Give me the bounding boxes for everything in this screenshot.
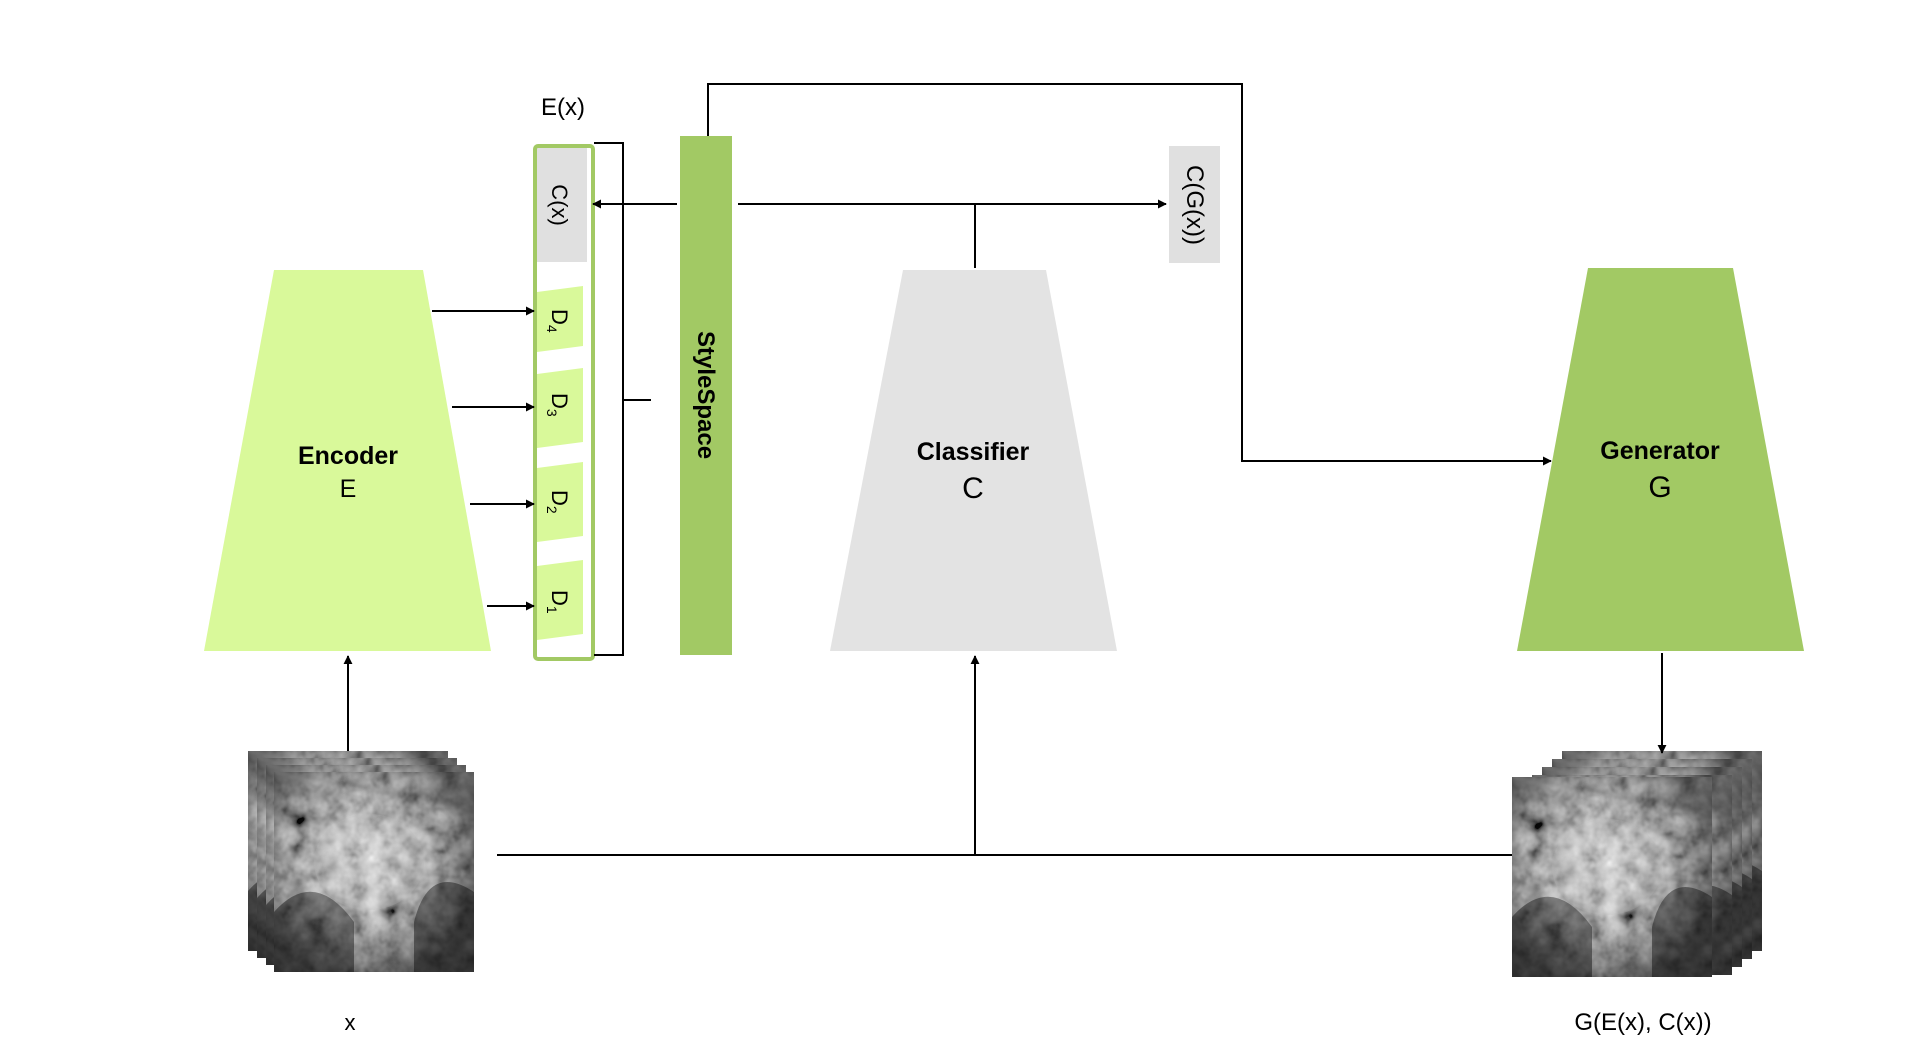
input-label: x [345,1010,356,1035]
classifier-slot-label: C(x) [547,184,572,226]
latent-title: E(x) [541,94,585,121]
ultrasound-image-icon [1512,777,1712,977]
ultrasound-image-icon [274,772,474,972]
latent-bracket [594,142,624,656]
encoder-trapezoid [204,270,491,651]
encoder-title: Encoder [298,442,398,470]
classifier-slot-box [537,148,587,262]
dimension-block-d3 [537,368,583,448]
classifier-trapezoid [830,270,1117,651]
latent-code-group: E(x) C(x) D4 D3 D2 D1 [533,94,651,661]
stylespace-bar [680,136,732,655]
encoder-block: Encoder E [204,270,491,651]
latent-code-border [533,144,595,661]
output-label: G(E(x), C(x)) [1574,1009,1711,1036]
classifier-title: Classifier [917,438,1030,466]
output-image-stack: G(E(x), C(x)) [1512,751,1762,1036]
generator-block: Generator G [1517,268,1804,651]
dimension-block-d4 [537,286,583,352]
classifier-output-group: C(G(x)) [1169,146,1220,263]
connectors [343,83,1667,856]
dimension-block-d1 [537,560,583,640]
dimension-label-d2: D2 [544,490,572,514]
dimension-label-d1: D1 [544,590,572,614]
dimension-block-d2 [537,462,583,542]
classifier-output-box [1169,146,1220,263]
generator-symbol: G [1648,471,1671,504]
arrow-stylespace-to-generator [707,83,1552,466]
stylespace-block: StyleSpace [680,136,732,655]
generator-title: Generator [1600,437,1720,465]
classifier-symbol: C [962,472,984,505]
encoder-symbol: E [340,475,357,503]
dimension-label-d3: D3 [544,393,572,417]
generator-trapezoid [1517,268,1804,651]
input-image-stack: x [248,751,474,1035]
dimension-label-d4: D4 [544,309,572,333]
classifier-output-label: C(G(x)) [1181,165,1208,245]
stylespace-label: StyleSpace [692,331,719,459]
classifier-block: Classifier C [830,270,1117,651]
